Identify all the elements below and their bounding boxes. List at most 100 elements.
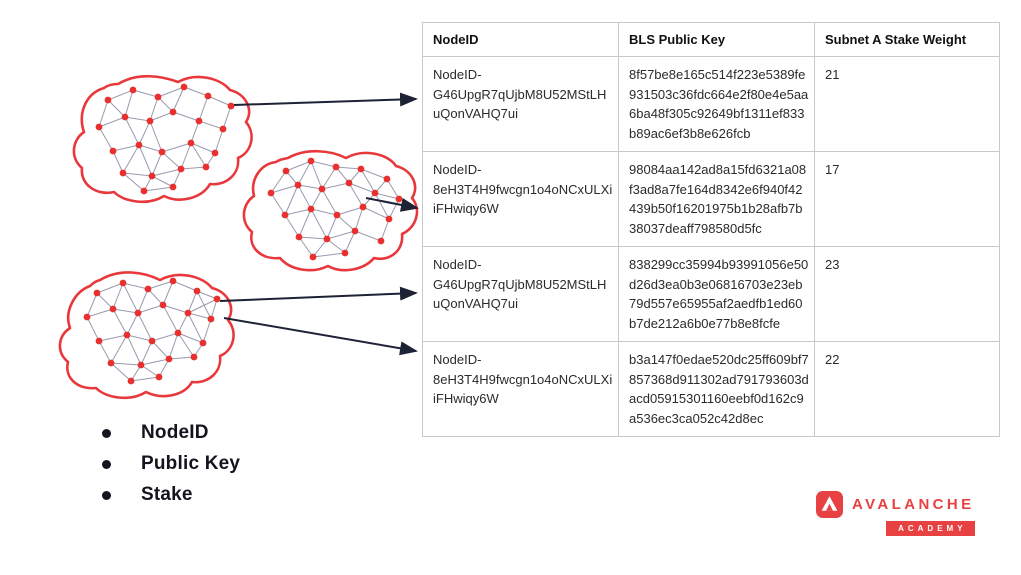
network-edge <box>168 356 195 360</box>
validator-node-dot <box>148 337 156 345</box>
validator-node-dot <box>144 285 152 293</box>
network-edge <box>187 290 198 314</box>
validator-node-dot <box>154 93 162 101</box>
avalanche-academy-logo: AVALANCHE ACADEMY <box>816 491 975 536</box>
network-edge <box>98 99 109 128</box>
network-edge <box>214 128 224 154</box>
validator-node-dot <box>307 205 315 213</box>
network-edge <box>107 99 126 118</box>
table-row: NodeID-8eH3T4H9fwcgn1o4oNCxULXiiFHwiqy6W… <box>422 341 1000 437</box>
validator-node-dot <box>359 203 367 211</box>
network-edge <box>112 144 140 152</box>
network-edge <box>374 192 390 220</box>
validator-node-dot <box>207 315 215 323</box>
network-edge <box>202 318 212 344</box>
network-edge <box>86 292 98 318</box>
arrow-blob-to-row-3 <box>219 286 418 302</box>
validator-node-dot <box>169 277 177 285</box>
network-edge <box>177 332 195 358</box>
network-edge <box>374 192 400 200</box>
network-edge <box>126 334 142 366</box>
network-edge <box>344 230 356 254</box>
legend-item-stake: Stake <box>102 484 240 506</box>
network-edge <box>107 89 134 101</box>
validator-node-dot <box>351 227 359 235</box>
validator-node-dot <box>184 309 192 317</box>
network-edge <box>187 312 204 344</box>
network-edge <box>151 151 163 177</box>
validator-node-dot <box>281 211 289 219</box>
validator-node-dot <box>318 185 326 193</box>
validator-node-dot <box>146 117 154 125</box>
network-edge <box>122 172 153 177</box>
validator-node-dot <box>193 287 201 295</box>
validator-node-dot <box>341 249 349 257</box>
validator-node-dot <box>169 108 177 116</box>
validator-node-dot <box>140 187 148 195</box>
network-edge <box>162 280 174 306</box>
network-edge <box>310 160 337 168</box>
validator-node-dot <box>357 165 365 173</box>
network-edge <box>124 116 140 146</box>
stake-weight-cell: 22 <box>814 341 1000 437</box>
network-edge <box>297 160 312 186</box>
validator-node-dot <box>119 169 127 177</box>
validator-node-dot <box>211 149 219 157</box>
network-edge <box>151 168 182 177</box>
subnet-boundary-outline <box>58 271 235 400</box>
network-edge <box>270 184 299 194</box>
validator-node-dot <box>159 301 167 309</box>
network-edge <box>190 142 207 168</box>
network-edge <box>183 86 209 97</box>
network-edge <box>326 238 346 254</box>
network-edge <box>348 182 376 194</box>
network-edge <box>147 280 174 290</box>
network-edge <box>112 150 124 174</box>
network-edge <box>112 308 128 336</box>
network-edge <box>180 166 207 170</box>
network-edge <box>321 166 337 190</box>
validator-node-dot <box>169 183 177 191</box>
network-edge <box>321 188 338 216</box>
network-edge <box>297 184 323 190</box>
network-edge <box>110 362 142 366</box>
legend-label: Public Key <box>141 453 241 474</box>
brand-subtitle: ACADEMY <box>886 521 975 536</box>
validator-node-dot <box>202 163 210 171</box>
validator-table: NodeID BLS Public Key Subnet A Stake Wei… <box>422 22 1000 437</box>
bullet-icon <box>102 490 111 500</box>
network-edge <box>284 214 300 238</box>
network-edge <box>149 111 174 122</box>
validator-node-dot <box>199 339 207 347</box>
table-header-row: NodeID BLS Public Key Subnet A Stake Wei… <box>422 22 1000 57</box>
network-edge <box>157 96 174 113</box>
network-edge <box>210 298 218 320</box>
validator-node-dot <box>119 279 127 287</box>
arrow-blob-to-row-4 <box>223 317 418 356</box>
validator-node-dot <box>345 179 353 187</box>
network-edge <box>354 230 382 242</box>
network-edge <box>122 282 139 314</box>
network-edge <box>112 282 124 310</box>
legend-list: NodeID Public Key Stake <box>102 422 240 515</box>
stake-weight-cell: 17 <box>814 151 1000 247</box>
nodeid-cell: NodeID-8eH3T4H9fwcgn1o4oNCxULXiiFHwiqy6W <box>422 341 619 437</box>
network-edge <box>312 238 328 258</box>
network-edge <box>140 340 153 366</box>
validator-node-dot <box>309 253 317 261</box>
network-edge <box>310 208 328 240</box>
network-edge <box>110 362 132 382</box>
bls-public-key-cell: 8f57be8e165c514f223e5389fe931503c36fdc66… <box>618 56 815 152</box>
validator-node-dot <box>137 361 145 369</box>
validator-node-dot <box>95 337 103 345</box>
arrow-blob-to-row-1 <box>233 92 418 107</box>
validator-node-dot <box>109 305 117 313</box>
network-edge <box>138 144 153 177</box>
bls-public-key-cell: b3a147f0edae520dc25ff609bf7857368d911302… <box>618 341 815 437</box>
brand-wordmark: AVALANCHE <box>852 496 975 513</box>
network-edge <box>360 168 376 194</box>
validator-node-dot <box>307 157 315 165</box>
table-row: NodeID-G46UpgR7qUjbM8U52MStLHuQonVAHQ7ui… <box>422 56 1000 152</box>
